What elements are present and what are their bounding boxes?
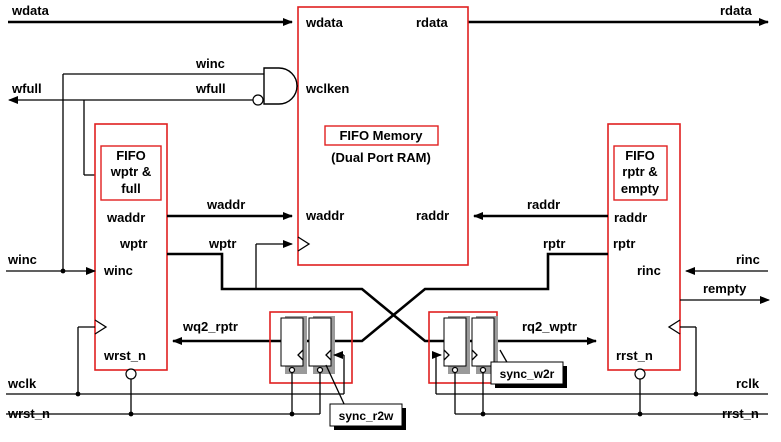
- sync-r2w-block: [269, 311, 353, 384]
- sync-r2w-clock2: [325, 349, 332, 361]
- sync-r2w-reset-bubble1: [288, 366, 296, 374]
- and-gate-invert-bubble: [252, 94, 264, 106]
- rrst-n-signal-label: rrst_n: [722, 406, 759, 421]
- read-block-clock-triangle: [667, 319, 681, 335]
- sync-r2w-flop1: [280, 317, 304, 367]
- rrst-n-junction-sync: [480, 411, 486, 417]
- memory-title-box: [324, 125, 439, 146]
- write-block-title-line2: wptr &: [110, 164, 151, 179]
- wclk-signal-label: wclk: [7, 376, 37, 391]
- sync-r2w-label: sync_r2w: [339, 409, 394, 423]
- memory-title: FIFO Memory: [339, 128, 423, 143]
- memory-clock-triangle: [297, 236, 311, 252]
- write-block-reset-bubble: [125, 368, 137, 380]
- memory-port-waddr: waddr: [305, 208, 344, 223]
- memory-port-rdata: rdata: [416, 15, 449, 30]
- winc-gate-label: winc: [195, 56, 225, 71]
- rempty-signal-label: rempty: [703, 281, 747, 296]
- read-block-title-line3: empty: [621, 181, 660, 196]
- write-block-title-line3: full: [121, 181, 141, 196]
- sync-w2r-clock2: [471, 349, 478, 361]
- write-block-title-box: [100, 145, 162, 201]
- sync-r2w-flop2: [308, 317, 332, 367]
- rptr-bus-label: rptr: [543, 236, 565, 251]
- wrst-n-junction-sync: [289, 411, 295, 417]
- read-block-title-line2: rptr &: [622, 164, 657, 179]
- sync-r2w-reset-bubble2: [316, 366, 324, 374]
- raddr-bus-label: raddr: [527, 197, 560, 212]
- read-port-rinc: rinc: [637, 263, 661, 278]
- rclk-signal-label: rclk: [736, 376, 760, 391]
- memory-port-wdata: wdata: [305, 15, 344, 30]
- wptr-bus-label: wptr: [208, 236, 236, 251]
- write-port-wrst-n: wrst_n: [103, 348, 146, 363]
- read-port-rptr: rptr: [613, 236, 635, 251]
- wclk-junction: [75, 391, 81, 397]
- sync-r2w-clock1: [297, 349, 304, 361]
- and-gate: [263, 67, 298, 105]
- write-block-title-line1: FIFO: [116, 148, 146, 163]
- write-block-clock-triangle: [94, 319, 108, 335]
- memory-port-raddr: raddr: [416, 208, 449, 223]
- memory-port-wclken: wclken: [305, 81, 349, 96]
- wrst-n-signal-label: wrst_n: [7, 406, 50, 421]
- sync-r2w-callout: [329, 403, 403, 427]
- read-block-reset-bubble: [634, 368, 646, 380]
- write-port-wptr: wptr: [119, 236, 147, 251]
- rclk-junction: [693, 391, 699, 397]
- sync-w2r-flop1: [443, 317, 467, 367]
- rq2-wptr-label: rq2_wptr: [522, 319, 577, 334]
- rrst-n-junction-block: [637, 411, 643, 417]
- wrst-n-junction-block: [128, 411, 134, 417]
- sync-w2r-reset-bubble2: [479, 366, 487, 374]
- rdata-signal-label: rdata: [720, 3, 753, 18]
- write-port-winc: winc: [103, 263, 133, 278]
- read-port-raddr: raddr: [614, 210, 647, 225]
- sync-w2r-reset-bubble1: [451, 366, 459, 374]
- sync-w2r-label: sync_w2r: [500, 367, 555, 381]
- rinc-signal-label: rinc: [736, 252, 760, 267]
- winc-junction: [60, 268, 66, 274]
- wq2-rptr-label: wq2_rptr: [182, 319, 238, 334]
- wfull-gate-label: wfull: [195, 81, 226, 96]
- read-block-title-box: [613, 145, 668, 201]
- sync-w2r-flop2: [471, 317, 495, 367]
- wdata-signal-label: wdata: [11, 3, 50, 18]
- read-block-title-line1: FIFO: [625, 148, 655, 163]
- sync-w2r-callout: [490, 361, 564, 385]
- sync-r2w-callout-leader: [325, 364, 346, 407]
- sync-w2r-clock1: [443, 349, 450, 361]
- wfull-signal-label: wfull: [11, 81, 42, 96]
- read-port-rrst-n: rrst_n: [616, 348, 653, 363]
- winc-signal-label: winc: [7, 252, 37, 267]
- memory-subtitle: (Dual Port RAM): [331, 150, 431, 165]
- write-port-waddr: waddr: [106, 210, 145, 225]
- waddr-bus-label: waddr: [206, 197, 245, 212]
